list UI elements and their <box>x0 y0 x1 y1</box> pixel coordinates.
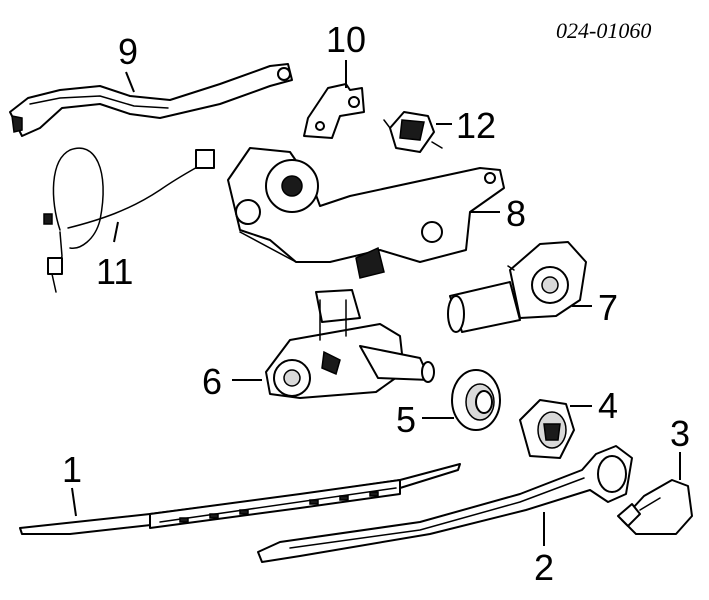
callout-11: 12 <box>456 105 496 146</box>
callout-1: 1 <box>62 449 82 490</box>
callout-6: 6 <box>202 361 222 402</box>
leader-lines <box>71 60 681 546</box>
part-8-motor-bracket <box>227 147 505 279</box>
part-4-cap <box>519 399 575 459</box>
part-6-drive-assembly <box>265 289 435 399</box>
part-10-mount-plate <box>303 83 365 139</box>
part-1-wiper-blade <box>19 463 461 535</box>
callout-4: 4 <box>598 385 618 426</box>
part-3-arm-cover <box>617 479 693 535</box>
callout-8: 8 <box>506 193 526 234</box>
part-5-grommet <box>451 369 501 431</box>
callout-12: 11 <box>96 251 133 292</box>
part-7-wiper-motor <box>447 241 587 333</box>
callout-3: 3 <box>670 413 690 454</box>
reference-code: 024-01060 <box>556 18 651 43</box>
callout-10: 10 <box>326 19 366 60</box>
part-2-wiper-arm <box>257 445 633 563</box>
callout-9: 9 <box>118 31 138 72</box>
callout-5: 5 <box>396 399 416 440</box>
part-11-harness <box>43 147 215 293</box>
part-12-grommet <box>383 111 443 153</box>
callout-7: 7 <box>598 287 618 328</box>
callout-2: 2 <box>534 547 554 588</box>
part-9-bracket-arm <box>9 63 293 137</box>
